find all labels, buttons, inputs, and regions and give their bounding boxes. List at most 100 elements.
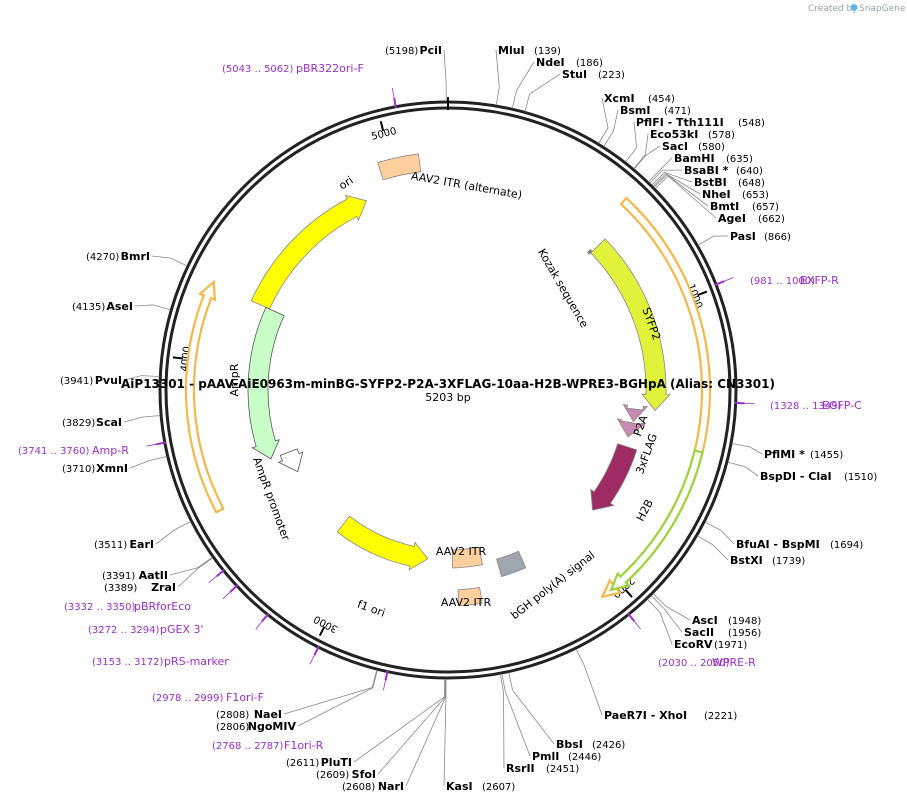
enzyme-leader-line (123, 375, 160, 381)
enzyme-leader-line (731, 443, 763, 455)
primer-range: (2768 .. 2787) (212, 741, 284, 752)
enzyme-position: (223) (598, 70, 625, 81)
feature-aav2-itr-alternate (377, 153, 422, 181)
enzyme-label-bmri: BmrI (121, 250, 150, 263)
enzyme-position: (662) (758, 214, 785, 225)
enzyme-leader-line (727, 461, 759, 477)
enzyme-label-bstxi: BstXI (730, 554, 763, 567)
enzyme-leader-line (495, 49, 500, 106)
enzyme-leader-line (704, 521, 735, 545)
enzyme-label-asei: AseI (106, 300, 133, 313)
feature-label-aav2-itr-2: AAV2 ITR (436, 545, 487, 558)
enzyme-leader-line (169, 556, 213, 576)
enzyme-label-asci: AscI (692, 614, 718, 627)
primer-range: (3153 .. 3172) (92, 657, 164, 668)
enzyme-position: (548) (738, 118, 765, 129)
primer-mark (155, 441, 167, 446)
enzyme-label-ngomiv: NgoMIV (248, 720, 297, 733)
enzyme-leader-line (353, 678, 446, 763)
enzyme-position: (2451) (546, 764, 579, 775)
feature-label-aav2-itr: AAV2 ITR (441, 596, 492, 609)
snapgene-logo-icon (850, 4, 858, 11)
tick-mark (624, 588, 633, 598)
primer-range: (1328 .. 1349) (770, 401, 842, 412)
enzyme-label-mlui: MluI (498, 44, 525, 57)
enzyme-position: (186) (576, 58, 603, 69)
enzyme-label-ecorv: EcoRV (674, 638, 713, 651)
enzyme-position: (1971) (714, 640, 747, 651)
enzyme-label-pflmi: PflMI * (764, 448, 805, 461)
enzyme-leader-line (651, 171, 693, 186)
enzyme-label-scai: ScaI (96, 416, 122, 429)
primer-leader-line (146, 443, 157, 447)
enzyme-leader-line (653, 174, 709, 207)
enzyme-sites: PciI(5198)MluI(139)NdeI(186)StuI(223)Xcm… (60, 44, 877, 793)
primer-mark (384, 670, 389, 681)
primer-mark (229, 584, 239, 593)
enzyme-label-bmti: BmtI (710, 200, 739, 213)
enzyme-label-bfuai-bspmi: BfuAI - BspMI (736, 538, 820, 551)
enzyme-position: (3511) (94, 540, 127, 551)
primer-mark (393, 97, 397, 108)
primer-range: (3332 .. 3350) (64, 602, 136, 613)
primer-leader-line (255, 621, 263, 630)
enzyme-label-paer7i-xhoi: PaeR7I - XhoI (604, 709, 687, 722)
enzyme-leader-line (652, 173, 701, 195)
enzyme-leader-line (697, 235, 729, 246)
enzyme-position: (3389) (104, 583, 137, 594)
enzyme-leader-line (575, 648, 603, 716)
enzyme-position: (866) (764, 232, 791, 243)
primer-sites: (5043 .. 5062)pBR322ori-F(981 .. 1000)EX… (18, 62, 862, 752)
enzyme-position: (2608) (342, 782, 375, 793)
enzyme-position: (4135) (72, 302, 105, 313)
enzyme-leader-line (652, 593, 691, 621)
enzyme-label-pasi: PasI (730, 230, 756, 243)
enzyme-position: (640) (736, 166, 763, 177)
primer-leader-line (633, 621, 641, 630)
enzyme-position: (4270) (86, 252, 119, 263)
primer-leader-line (391, 88, 395, 98)
enzyme-leader-line (129, 456, 167, 469)
primer-label-pgex-3: pGEX 3' (160, 623, 204, 636)
enzyme-label-naei: NaeI (254, 708, 282, 721)
enzyme-label-bamhi: BamHI (674, 152, 715, 165)
enzyme-leader-line (177, 557, 213, 588)
enzyme-leader-line (654, 175, 717, 219)
feature-kozak-sequence (586, 248, 593, 255)
enzyme-label-pmli: PmlI (532, 750, 559, 763)
primer-label-f1ori-r: F1ori-R (284, 739, 324, 752)
primer-leader-line (309, 655, 315, 665)
enzyme-label-agei: AgeI (718, 212, 746, 225)
enzyme-leader-line (625, 121, 638, 163)
enzyme-label-bsmi: BsmI (620, 104, 651, 117)
enzyme-label-nhei: NheI (702, 188, 731, 201)
enzyme-label-nari: NarI (378, 780, 404, 793)
enzyme-leader-line (297, 670, 378, 727)
enzyme-position: (2426) (592, 740, 625, 751)
feature-label-ampr: AmpR (228, 363, 241, 396)
enzyme-leader-line (405, 678, 447, 787)
enzyme-position: (3829) (62, 418, 95, 429)
tick-mark (318, 626, 326, 637)
enzyme-leader-line (377, 678, 446, 775)
primer-range: (981 .. 1000) (750, 276, 815, 287)
enzyme-leader-line (511, 61, 535, 109)
enzyme-leader-line (598, 97, 609, 144)
enzyme-position: (635) (726, 154, 753, 165)
enzyme-position: (471) (664, 106, 691, 117)
enzyme-position: (2221) (704, 711, 737, 722)
enzyme-position: (2806) (216, 722, 249, 733)
primer-range: (5043 .. 5062) (222, 64, 294, 75)
enzyme-label-rsrii: RsrII (506, 762, 535, 775)
enzyme-leader-line (633, 133, 649, 169)
enzyme-position: (3710) (62, 464, 95, 475)
enzyme-label-xmni: XmnI (96, 462, 128, 475)
tick-mark (697, 290, 708, 297)
enzyme-label-sfoi: SfoI (352, 768, 376, 781)
enzyme-label-xcmi: XcmI (604, 92, 635, 105)
enzyme-leader-line (650, 595, 683, 633)
enzyme-label-eari: EarI (130, 538, 154, 551)
enzyme-position: (1739) (772, 556, 805, 567)
enzyme-leader-line (151, 255, 188, 267)
